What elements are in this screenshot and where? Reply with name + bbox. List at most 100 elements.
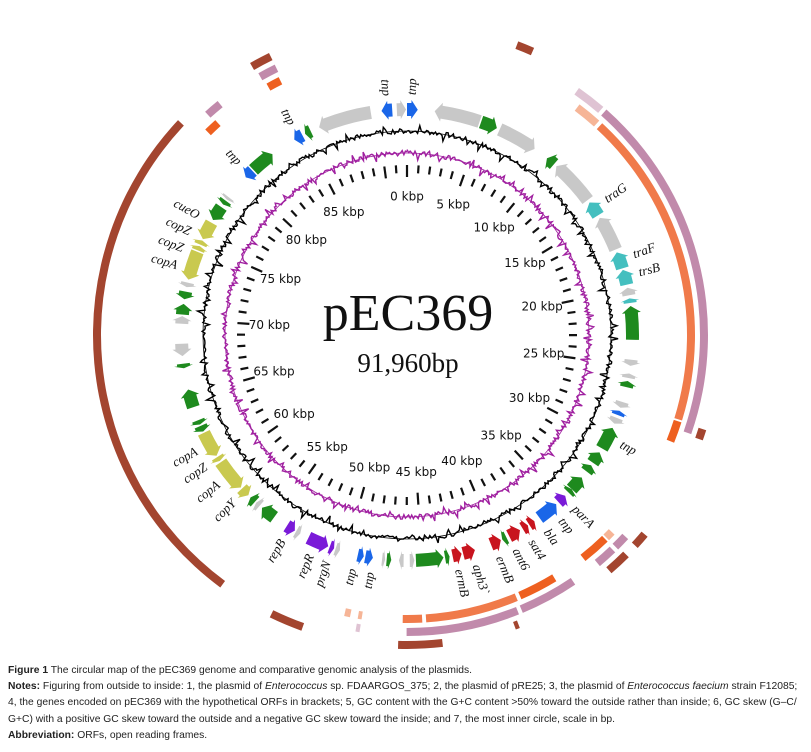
gene-copZ [189,245,208,253]
scale-label: 30 kbp [509,391,550,405]
scale-tick [555,398,564,404]
scale-tick [246,276,255,282]
scale-tick [538,236,547,243]
scale-tick [359,486,366,499]
gene-orf [333,540,341,559]
ring-3-block [574,104,600,127]
caption-notes: Notes: Figuring from outside to inside: … [8,679,808,728]
scale-label: 40 kbp [441,454,482,468]
ring-2-block [601,109,708,435]
scale-tick [371,168,376,177]
gc-skew-plot-baseline [224,152,590,518]
gene-prgN [327,538,335,557]
scale-tick [568,322,577,326]
gene-aph3` [461,542,475,562]
ring-2-block [574,87,604,113]
gene-label: repB [263,536,289,565]
scale-tick [546,406,559,415]
scale-label: 75 kbp [260,272,301,286]
gene-orf [217,196,233,208]
scale-tick [562,288,572,293]
gene-orf [208,203,227,221]
gene-label: tnp [404,78,419,95]
gene-label: copA [192,477,222,505]
gene-copZ [192,239,210,248]
ring-2-block [205,101,223,118]
scale-tick [371,493,375,502]
ring-3-block [205,120,221,136]
scale-tick [250,265,263,273]
gene-label: tnp [360,570,377,589]
gene-traG [585,202,604,219]
gene-copZ [210,453,227,464]
notes-text: Figuring from outside to inside: 1, the … [42,681,265,693]
gene-orf [398,550,404,570]
gene-orf [566,476,585,494]
scale-label: 25 kbp [523,346,564,360]
scale-tick [299,202,306,210]
gene-orf [620,298,640,304]
gc-content-track [195,123,620,544]
gene-cueO [197,219,218,240]
scale-tick [449,171,454,180]
scale-tick [544,418,553,425]
gene-orf [409,550,415,570]
gene-orf [545,154,559,170]
scale-tick [550,255,559,262]
scale-tick [238,355,247,359]
gene-orf [587,452,604,467]
gene-label: copY [210,494,240,524]
gene-copA [215,458,244,489]
notes-text: sp. FDAARGOS_375; 2, the plasmid of pRE2… [327,681,628,693]
scale-tick [360,170,365,180]
scale-tick [317,472,324,481]
gene-tnp [596,427,619,452]
comparison-rings [92,41,708,649]
ring-3-block [596,123,695,421]
gene-orf [609,410,628,418]
notes-label: Notes: [8,681,41,693]
scale-label: 10 kbp [473,220,514,234]
scale-label: 85 kbp [323,205,364,219]
gene-tnp [535,501,557,523]
gene-orf [192,423,211,433]
scale-tick [532,226,540,234]
scale-tick [416,165,420,174]
ring-1-block [92,120,226,588]
gene-orf [594,217,622,252]
scale-tick [508,460,515,468]
scale-tick [516,210,524,218]
scale-label: 80 kbp [286,233,327,247]
ring-2-block [519,577,576,613]
scale-tick [394,496,397,505]
gene-orf [173,303,193,316]
scale-tick [563,355,576,360]
gc-content-plot-baseline [202,130,612,540]
ring-3-block [580,535,608,562]
gene-label: ermB [452,568,473,599]
ring-3-block [266,77,283,91]
scale-tick [524,218,533,226]
scale-tick [416,492,420,505]
scale-tick [458,174,465,187]
gene-orf [252,497,265,512]
scale-label: 0 kbp [390,190,424,204]
ring-2-block [355,623,361,633]
gene-label: tnp [618,437,640,458]
scale-tick [240,298,249,303]
scale-tick [568,345,577,348]
gene-orf [177,281,197,288]
gene-orf [478,115,497,135]
gene-orf [497,123,535,154]
gene-copY [237,484,252,498]
scale-tick [243,287,252,293]
ring-3-block [518,574,557,600]
gene-tnp [356,546,364,565]
figure-caption: Figure 1 The circular map of the pEC369 … [8,663,808,744]
scale-tick [349,174,355,183]
gene-sat4 [519,519,530,536]
gene-label: tnp [341,566,359,586]
gene-tnp [407,100,418,120]
gene-orf [621,305,641,340]
scale-tick [281,444,290,452]
